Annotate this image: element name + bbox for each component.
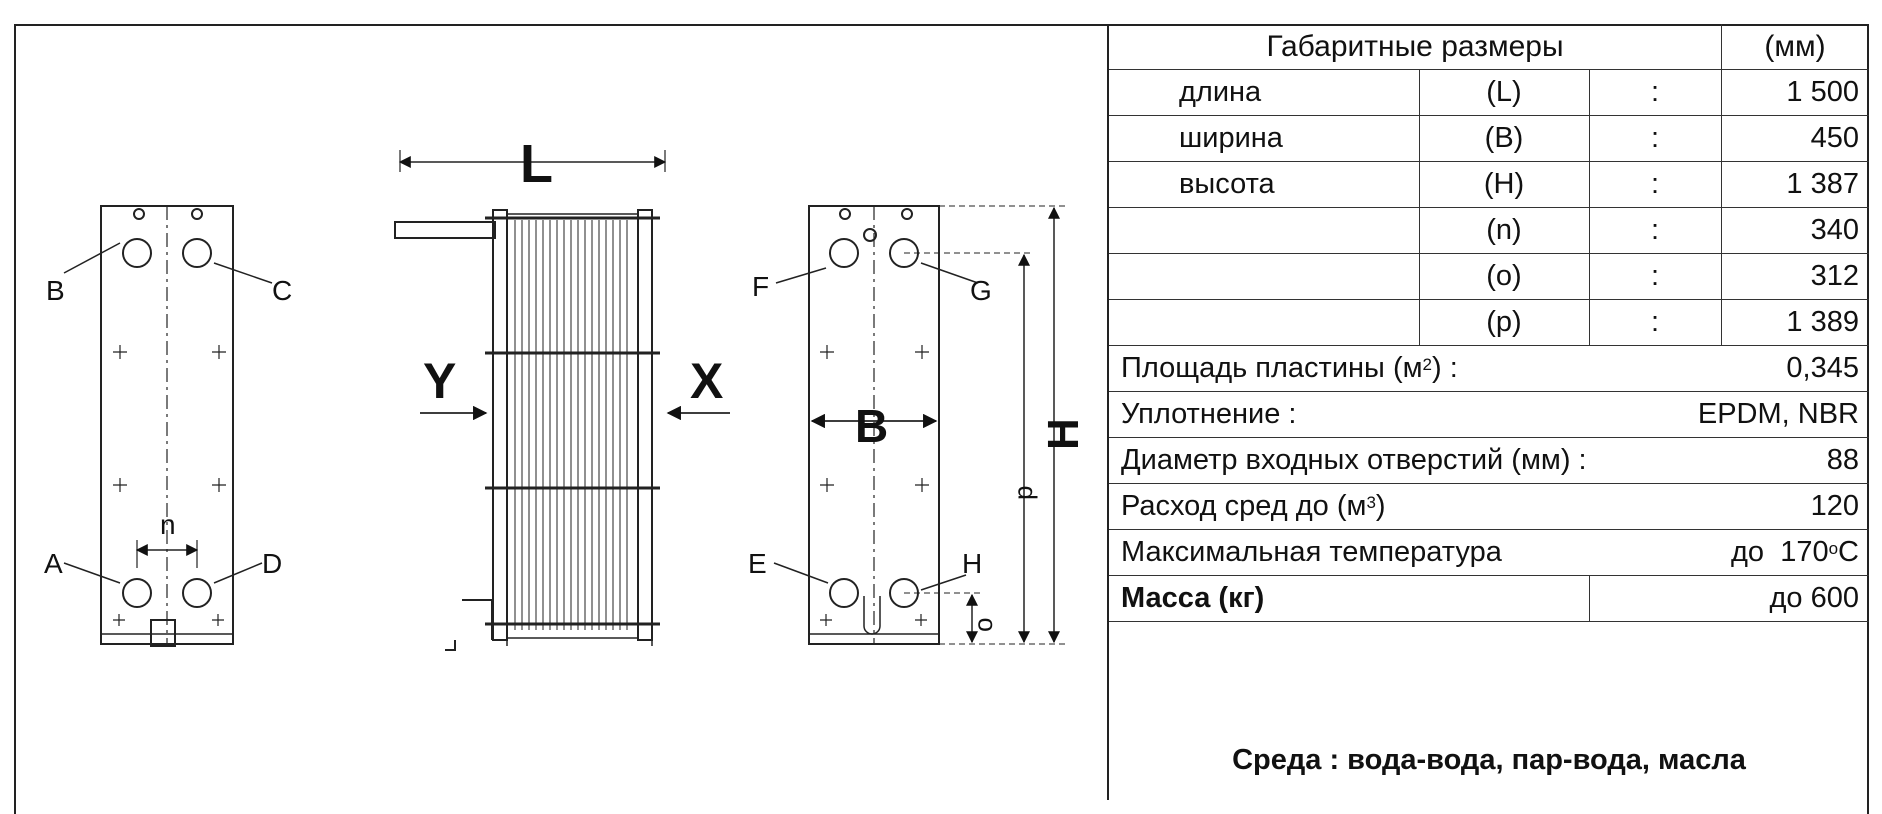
row-symbol: (n) bbox=[1486, 214, 1522, 246]
header-unit: (мм) bbox=[1764, 29, 1826, 63]
row-name: длина bbox=[1179, 76, 1262, 108]
flow-label-y: Y bbox=[423, 353, 456, 409]
table-header-row: Габаритные размеры (мм) bbox=[1109, 24, 1869, 70]
port-label-c: C bbox=[272, 275, 292, 306]
dim-label-o: o bbox=[968, 618, 998, 632]
drawing-sheet bbox=[14, 24, 1869, 814]
port-label-f: F bbox=[752, 271, 769, 302]
row-sep: : bbox=[1650, 214, 1660, 246]
row-name: ширина bbox=[1179, 122, 1283, 154]
row-symbol: (p) bbox=[1486, 306, 1522, 338]
row-value: 312 bbox=[1810, 260, 1859, 292]
flow-value: 120 bbox=[1810, 490, 1859, 522]
row-symbol: (H) bbox=[1483, 168, 1525, 200]
medium-text: Среда : вода-вода, пар-вода, масла bbox=[1232, 744, 1746, 776]
inlet-diameter-label: Диаметр входных отверстий (мм) : bbox=[1121, 444, 1587, 476]
table-row: высота (H) : 1 387 bbox=[1109, 162, 1869, 208]
row-symbol: (L) bbox=[1486, 76, 1522, 108]
port-label-a: A bbox=[44, 548, 63, 579]
table-row: (n) : 340 bbox=[1109, 208, 1869, 254]
front-view-right bbox=[773, 205, 1066, 645]
dim-label-l: L bbox=[520, 134, 553, 194]
mass-value: до 600 bbox=[1769, 582, 1860, 614]
header-title: Габаритные размеры bbox=[1266, 29, 1564, 63]
seal-row: Уплотнение : EPDM, NBR bbox=[1109, 392, 1869, 438]
front-view-left bbox=[63, 205, 273, 647]
port-label-b: B bbox=[46, 275, 65, 306]
row-sep: : bbox=[1650, 168, 1660, 200]
table-row: длина (L) : 1 500 bbox=[1109, 70, 1869, 116]
seal-value: EPDM, NBR bbox=[1697, 398, 1859, 430]
row-sep: : bbox=[1650, 76, 1660, 108]
heat-exchanger-drawing: B C A D n L Y X bbox=[44, 134, 1088, 651]
port-label-d: D bbox=[262, 548, 282, 579]
table-row: (o) : 312 bbox=[1109, 254, 1869, 300]
row-sep: : bbox=[1650, 260, 1660, 292]
row-sep: : bbox=[1650, 306, 1660, 338]
mass-row: Масса (кг) до 600 bbox=[1109, 576, 1869, 622]
row-value: 1 387 bbox=[1786, 168, 1859, 200]
flow-label-x: X bbox=[690, 353, 723, 409]
row-name: высота bbox=[1179, 168, 1275, 200]
row-sep: : bbox=[1650, 122, 1660, 154]
plate-area-value: 0,345 bbox=[1786, 352, 1859, 384]
row-value: 1 389 bbox=[1786, 306, 1859, 338]
side-view bbox=[394, 150, 730, 651]
row-symbol: (B) bbox=[1484, 122, 1524, 154]
max-temp-label: Максимальная температура bbox=[1121, 536, 1502, 568]
port-label-e: E bbox=[748, 548, 767, 579]
inlet-diameter-value: 88 bbox=[1826, 444, 1859, 476]
seal-label: Уплотнение : bbox=[1121, 398, 1297, 430]
row-value: 450 bbox=[1810, 122, 1859, 154]
port-label-h: H bbox=[962, 548, 982, 579]
dim-label-h: H bbox=[1039, 418, 1088, 450]
dim-label-p: p bbox=[1008, 486, 1038, 500]
mass-label: Масса (кг) bbox=[1121, 582, 1265, 614]
table-row: (p) : 1 389 bbox=[1109, 300, 1869, 346]
table-row: ширина (B) : 450 bbox=[1109, 116, 1869, 162]
dim-label-b: B bbox=[855, 400, 888, 452]
dim-label-n: n bbox=[160, 509, 176, 540]
specification-table: Габаритные размеры (мм) длина (L) : 1 50… bbox=[1107, 24, 1869, 800]
inlet-diameter-row: Диаметр входных отверстий (мм) : 88 bbox=[1109, 438, 1869, 484]
row-value: 1 500 bbox=[1786, 76, 1859, 108]
row-value: 340 bbox=[1810, 214, 1859, 246]
port-label-g: G bbox=[970, 275, 992, 306]
row-symbol: (o) bbox=[1486, 260, 1522, 292]
